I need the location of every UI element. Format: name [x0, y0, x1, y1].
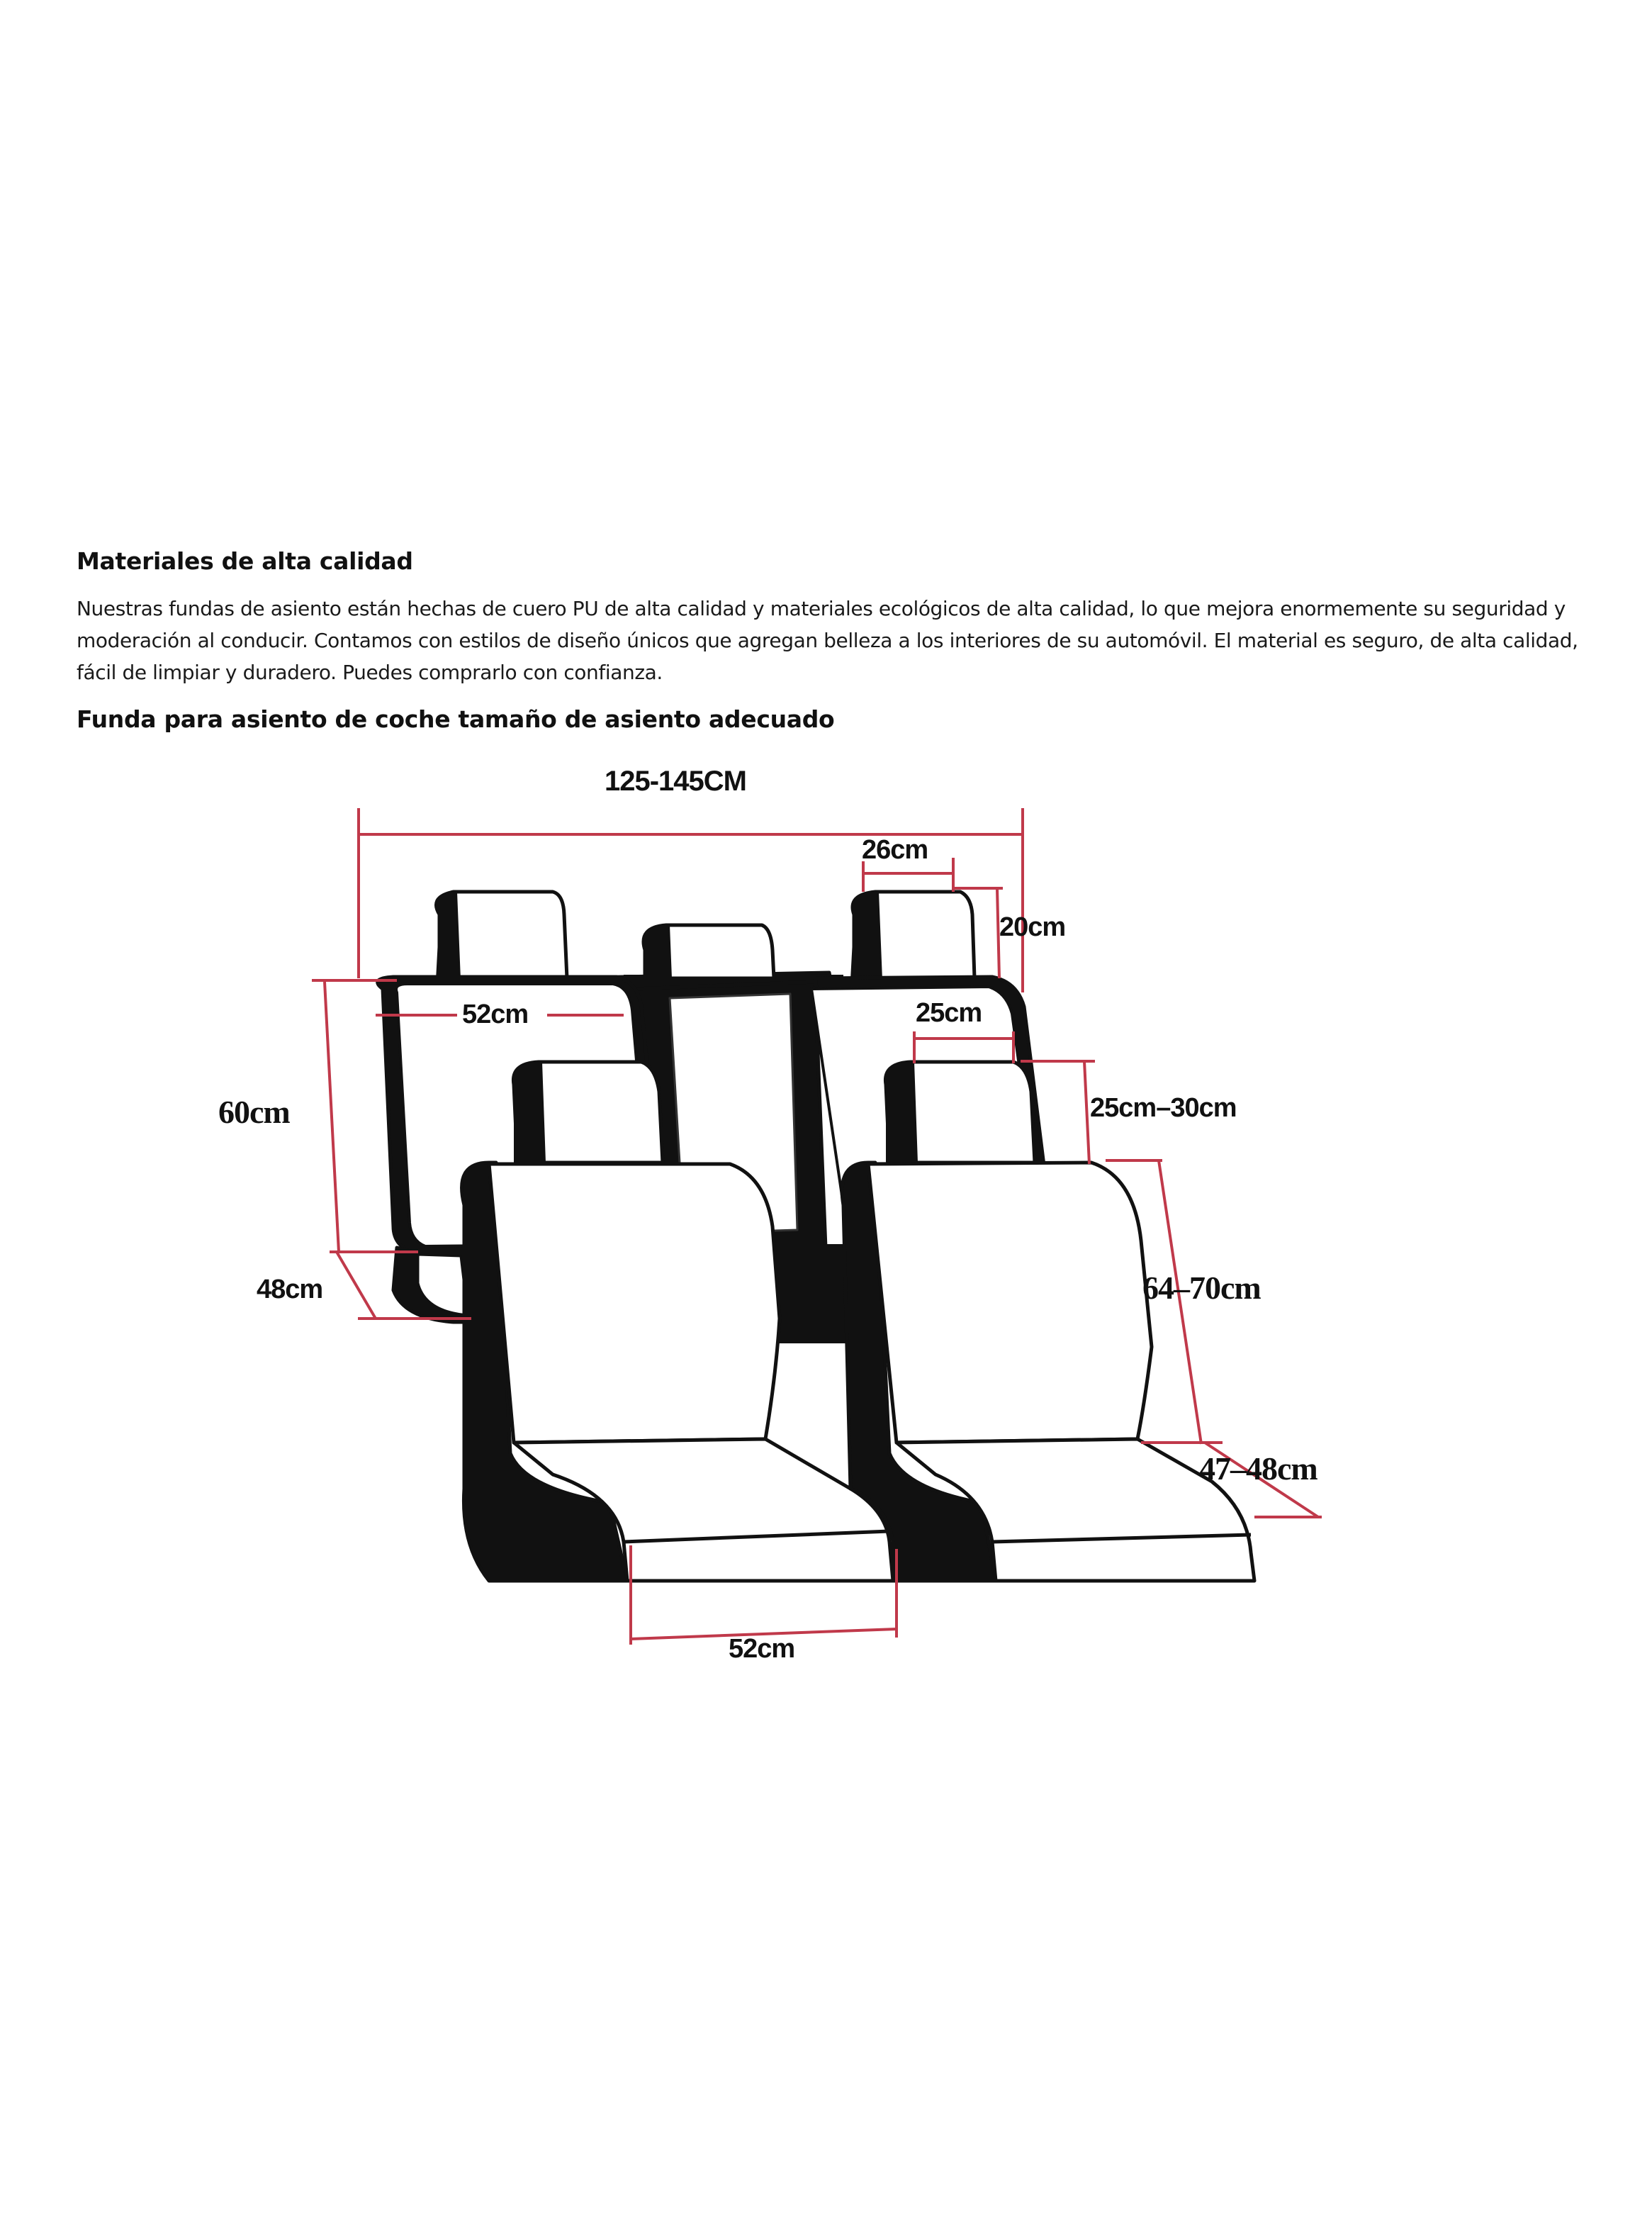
materials-heading: Materiales de alta calidad: [77, 547, 413, 575]
label-front-headrest-height: 25cm–30cm: [1090, 1093, 1237, 1123]
label-rear-headrest-width: 26cm: [862, 835, 928, 865]
size-heading: Funda para asiento de coche tamaño de as…: [77, 705, 835, 733]
label-rear-headrest-height: 20cm: [999, 912, 1066, 942]
label-rear-backrest-height: 60cm: [218, 1094, 291, 1130]
label-total-width: 125-145CM: [605, 766, 747, 797]
dimension-lines: [312, 808, 1322, 1645]
materials-description: Nuestras fundas de asiento están hechas …: [77, 597, 1578, 684]
label-rear-seat-depth: 48cm: [257, 1275, 323, 1304]
label-rear-backrest-width: 52cm: [462, 1000, 529, 1029]
label-front-headrest-width: 25cm: [916, 998, 982, 1028]
label-front-seat-width: 52cm: [729, 1634, 795, 1664]
label-front-backrest-height: 64–70cm: [1142, 1270, 1262, 1306]
label-front-seat-depth: 47–48cm: [1199, 1450, 1318, 1487]
